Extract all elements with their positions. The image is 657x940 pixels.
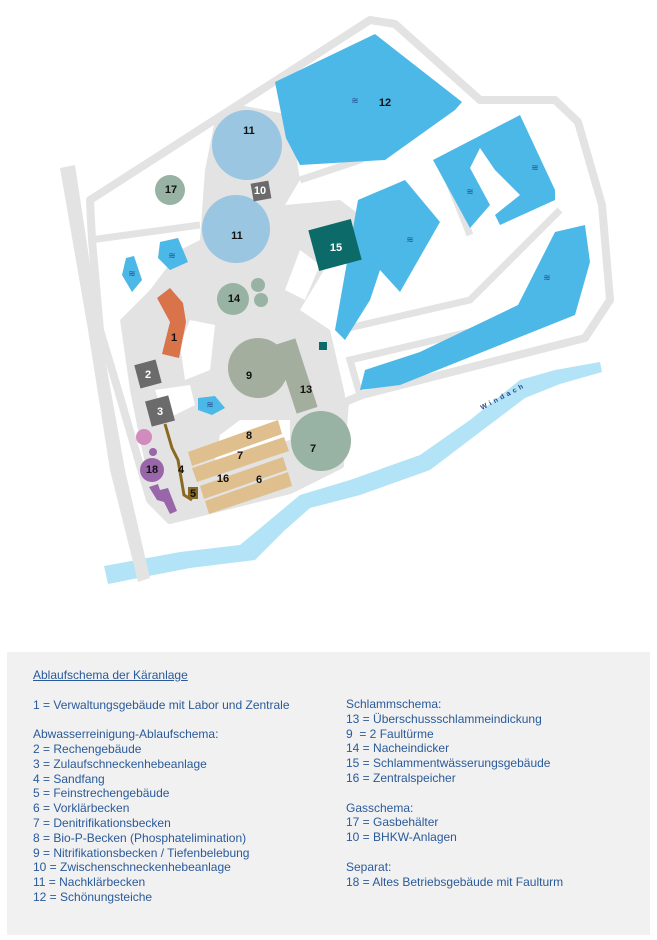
water-icon: ≋ — [543, 272, 551, 282]
building-1 — [157, 288, 186, 358]
basin-6 — [205, 472, 292, 514]
site-map: Windach ≋ ≋ ≋ ≋ ≋ ≋ ≋ ≋ — [60, 16, 614, 584]
tank-small — [251, 278, 265, 292]
label-5: 5 — [190, 488, 196, 500]
legend-item: 14 = Nacheindicker — [346, 741, 450, 756]
building-18 — [140, 458, 164, 482]
building-3 — [145, 395, 175, 427]
water-icon: ≋ — [531, 162, 539, 172]
building-10 — [250, 180, 272, 202]
legend-item: 9 = 2 Faultürme — [346, 726, 434, 741]
basin-16 — [200, 457, 287, 499]
legend-item: 2 = Rechengebäude — [33, 741, 142, 756]
legend-item: 18 = Altes Betriebsgebäude mit Faulturm — [346, 874, 564, 889]
legend-item-admin: 1 = Verwaltungsgebäude mit Labor und Zen… — [33, 697, 290, 712]
legend-left-column: Ablaufschema der Käranlage 1 = Verwaltun… — [33, 668, 290, 905]
green-island — [285, 250, 320, 300]
legend-heading-separate: Separat: — [346, 859, 392, 874]
label-4: 4 — [178, 464, 185, 476]
digester-9 — [228, 338, 288, 398]
access-road — [60, 165, 150, 582]
label-18: 18 — [146, 464, 158, 476]
clarifier-11-north — [212, 110, 282, 180]
pond — [433, 115, 555, 228]
legend-panel: Ablaufschema der Käranlage 1 = Verwaltun… — [7, 652, 650, 935]
legend-item: 10 = BHKW-Anlagen — [346, 830, 457, 845]
pond — [360, 225, 590, 390]
label-6: 6 — [256, 474, 262, 486]
pond — [158, 238, 188, 270]
label-11-north: 11 — [243, 125, 255, 137]
basins — [188, 420, 292, 514]
small-building — [319, 342, 327, 350]
legend-item: 5 = Feinstrechengebäude — [33, 786, 170, 801]
water-icon: ≋ — [128, 268, 136, 278]
river-windach — [104, 362, 602, 584]
legend-item: 6 = Vorklärbecken — [33, 801, 130, 816]
pond-12 — [275, 34, 462, 165]
legend-heading-sludge: Schlammschema: — [346, 697, 442, 711]
label-9: 9 — [246, 370, 252, 382]
gas-holder-17 — [155, 175, 185, 205]
tank-small — [254, 293, 268, 307]
building-15 — [308, 219, 362, 271]
pond — [335, 180, 440, 340]
water-icon: ≋ — [168, 250, 176, 260]
label-10: 10 — [254, 185, 266, 197]
water-icon: ≋ — [406, 234, 414, 244]
legend-item: 11 = Nachklärbecken — [33, 875, 146, 890]
legend-item: 4 = Sandfang — [33, 771, 105, 786]
legend-heading-wastewater: Abwasserreinigung-Ablaufschema: — [33, 727, 219, 742]
label-7-circle: 7 — [310, 443, 316, 455]
label-7-basin: 7 — [237, 450, 243, 462]
pond — [198, 396, 225, 415]
thickener-14 — [217, 283, 249, 315]
pond — [122, 256, 142, 292]
label-13: 13 — [300, 384, 312, 396]
legend-heading-gas: Gasschema: — [346, 800, 414, 815]
pink-tank — [136, 429, 152, 445]
legend-title: Ablaufschema der Käranlage — [33, 668, 188, 682]
legend-item: 17 = Gasbehälter — [346, 815, 439, 830]
label-12: 12 — [379, 97, 391, 109]
label-11-south: 11 — [231, 230, 243, 242]
label-2: 2 — [145, 369, 151, 381]
grit-chamber-4 — [163, 423, 193, 502]
water-icon: ≋ — [466, 186, 474, 196]
old-building-annex — [149, 484, 177, 514]
clarifier-11-south — [202, 195, 270, 263]
legend-item: 13 = Überschussschlammeindickung — [346, 711, 542, 726]
label-14: 14 — [228, 293, 241, 305]
legend-item: 7 = Denitrifikationsbecken — [33, 815, 171, 830]
water-icon: ≋ — [351, 95, 359, 105]
small-purple-tank — [149, 448, 157, 456]
water-icon: ≋ — [206, 399, 214, 409]
green-island — [180, 320, 215, 380]
basin-8 — [188, 420, 282, 466]
legend-item: 16 = Zentralspeicher — [346, 770, 456, 785]
building-2 — [134, 359, 162, 389]
legend-item: 15 = Schlammentwässerungsgebäude — [346, 756, 551, 771]
label-17: 17 — [165, 184, 177, 196]
denitrification-7-circle — [291, 411, 351, 471]
label-16: 16 — [217, 473, 229, 485]
legend-item: 3 = Zulaufschneckenhebeanlage — [33, 756, 207, 771]
building-5 — [188, 487, 198, 499]
label-3: 3 — [157, 406, 163, 418]
legend-item: 12 = Schönungsteiche — [33, 889, 153, 904]
basin-7 — [192, 437, 289, 482]
legend-right-column: Schlammschema: 13 = Überschussschlammein… — [346, 697, 563, 889]
legend-item: 10 = Zwischenschneckenhebeanlage — [33, 860, 231, 875]
label-1: 1 — [171, 332, 177, 344]
label-15: 15 — [330, 242, 342, 254]
legend-item: 9 = Nitrifikationsbecken / Tiefenbelebun… — [33, 845, 250, 860]
label-8: 8 — [246, 430, 252, 442]
legend-item: 8 = Bio-P-Becken (Phosphatelimination) — [33, 830, 247, 845]
